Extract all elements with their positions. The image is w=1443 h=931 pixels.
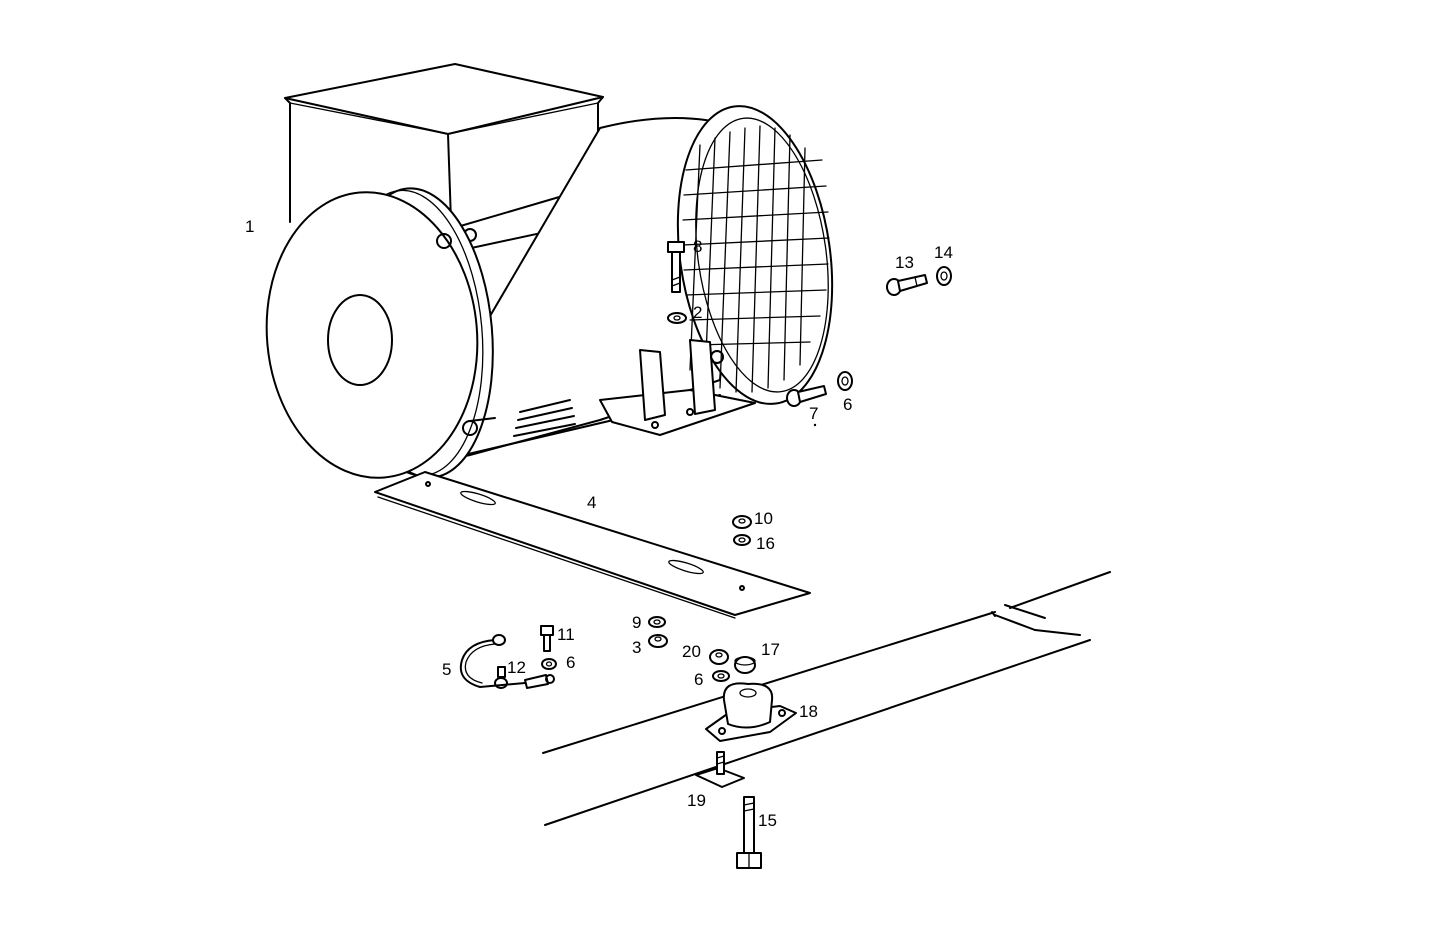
callout-labels: 1 8 2 13 14 7 6 4 10 16 9 3 11 5 12 6 20… — [245, 217, 953, 830]
callout-8: 8 — [693, 237, 702, 256]
nut-10 — [732, 515, 752, 529]
antivibration-mount-18 — [705, 682, 797, 742]
vent-slots — [513, 399, 576, 437]
callout-13: 13 — [895, 253, 914, 272]
washer-14 — [936, 266, 952, 286]
bolt-15 — [736, 796, 762, 869]
callout-10: 10 — [754, 509, 773, 528]
callout-4: 4 — [587, 493, 596, 512]
alternator-assembly — [265, 63, 834, 479]
bolt-7 — [786, 385, 827, 407]
callout-18: 18 — [799, 702, 818, 721]
bolt-11 — [540, 625, 554, 652]
end-shield — [265, 187, 496, 479]
washer-6-cable — [541, 658, 557, 670]
nut-3 — [648, 634, 668, 648]
callout-3: 3 — [632, 638, 641, 657]
callout-17: 17 — [761, 640, 780, 659]
washer-16 — [733, 534, 751, 546]
callout-12: 12 — [507, 658, 526, 677]
callout-2: 2 — [693, 303, 702, 322]
washer-2 — [667, 312, 687, 324]
stud-plate-19 — [695, 751, 745, 788]
washer-6-upper — [837, 371, 853, 391]
callout-19: 19 — [687, 791, 706, 810]
frame-rails — [542, 571, 1111, 826]
callout-6-upper: 6 — [843, 395, 852, 414]
callout-9: 9 — [632, 613, 641, 632]
base-plate — [374, 471, 811, 619]
nut-20 — [709, 649, 729, 665]
washer-9 — [648, 616, 666, 628]
callout-1: 1 — [245, 217, 254, 236]
washer-6-lower — [712, 670, 730, 682]
mounting-foot — [599, 339, 756, 436]
callout-7: 7 — [809, 404, 818, 423]
fan-guard — [676, 105, 834, 405]
callout-15: 15 — [758, 811, 777, 830]
callout-14: 14 — [934, 243, 953, 262]
callout-5: 5 — [442, 660, 451, 679]
bolt-8 — [667, 241, 685, 293]
spacer-17 — [734, 656, 756, 674]
callout-6-lower: 6 — [694, 670, 703, 689]
ground-cable-5 — [459, 634, 555, 689]
callout-6-cable: 6 — [566, 653, 575, 672]
callout-11: 11 — [557, 625, 575, 644]
bolt-13 — [886, 274, 928, 296]
callout-20: 20 — [682, 642, 701, 661]
callout-16: 16 — [756, 534, 775, 553]
